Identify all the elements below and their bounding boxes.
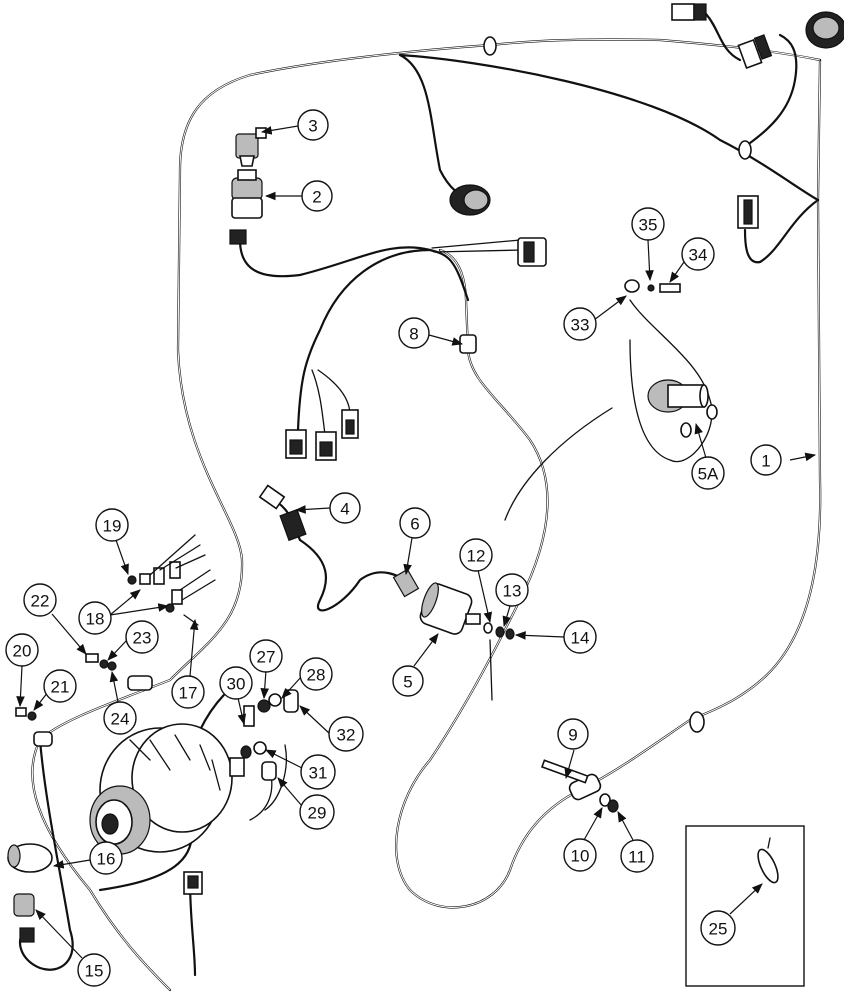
callout-17: 17 [171,618,205,709]
callout-label: 5A [698,465,719,484]
callout-4: 4 [294,492,361,524]
fittings-15-16 [7,843,53,943]
callout-5a: 5A [691,422,725,490]
callout-label: 8 [409,325,418,344]
callout-label: 10 [571,847,590,866]
callout-29: 29 [277,777,335,830]
callout-label: 5 [403,673,412,692]
callout-label: 22 [31,592,50,611]
callout-24: 24 [103,670,137,735]
round-connector [449,184,491,216]
callout-label: 25 [709,920,728,939]
lower-connector [183,871,203,895]
callout-label: 27 [257,648,276,667]
callout-15: 15 [35,909,111,987]
callout-13: 13 [495,573,529,628]
key-switch-5A [647,379,718,438]
callout-label: 2 [312,188,321,207]
callout-label: 33 [571,316,590,335]
callout-label: 3 [308,117,317,136]
inset-box-25 [685,825,805,987]
callout-label: 17 [179,684,198,703]
callout-8: 8 [398,317,464,349]
callout-10: 10 [563,807,603,872]
callout-31: 31 [265,749,336,790]
filter-5 [419,582,481,635]
callout-12: 12 [459,538,493,624]
callout-11: 11 [617,811,654,873]
harness-clips [33,36,752,801]
callout-label: 4 [340,500,349,519]
callout-label: 29 [308,804,327,823]
callout-35: 35 [631,207,665,282]
nuts-12-13 [483,622,515,640]
callout-label: 19 [103,517,122,536]
callout-21: 21 [33,669,77,711]
three-plugs [285,409,359,461]
callout-label: 6 [410,515,419,534]
callout-label: 16 [97,850,116,869]
callout-3: 3 [260,109,329,141]
fitting-6 [392,568,420,598]
callout-5: 5 [392,633,439,697]
callout-label: 34 [689,246,708,265]
alternator [89,723,233,855]
callout-label: 9 [568,726,577,745]
callout-label: 28 [307,666,326,685]
callout-label: 24 [111,710,130,729]
callout-label: 30 [227,675,246,694]
fitting-3 [235,127,267,167]
hose-elbow-4 [258,484,307,542]
callout-32: 32 [299,705,364,752]
callout-16: 16 [52,841,123,875]
terminal-ring-33-34-35 [624,279,681,293]
callout-label: 12 [467,547,486,566]
top-right-connectors [671,3,844,229]
callout-25: 25 [700,883,763,946]
callout-label: 21 [51,678,70,697]
sender-switch-2 [229,169,263,245]
callout-label: 11 [628,848,646,867]
callout-9: 9 [557,718,589,780]
callout-33: 33 [563,295,627,341]
callout-20: 20 [5,633,39,708]
callout-label: 13 [503,582,522,601]
callout-label: 14 [571,629,590,648]
callout-14: 14 [514,620,597,654]
pigtail-connector [517,237,547,267]
main-harness [18,33,822,992]
callout-label: 18 [86,610,105,629]
callout-34: 34 [669,237,715,283]
callout-label: 23 [133,629,152,648]
terminals-27-32 [229,689,299,781]
hardware-18-24 [15,534,216,721]
callout-1: 1 [750,444,817,476]
callout-2: 2 [264,180,333,212]
callout-label: 32 [337,726,356,745]
callout-6: 6 [399,507,431,576]
callout-22: 22 [23,583,87,655]
callout-label: 1 [761,452,770,471]
callout-19: 19 [95,508,129,576]
callout-18: 18 [78,589,170,635]
callout-30: 30 [219,666,253,726]
callout-label: 35 [639,216,658,235]
callout-label: 15 [85,962,104,981]
callout-27: 27 [249,639,283,700]
callout-23: 23 [107,620,159,661]
callout-label: 31 [309,764,328,783]
callout-28: 28 [281,657,333,699]
callout-label: 20 [13,642,32,661]
